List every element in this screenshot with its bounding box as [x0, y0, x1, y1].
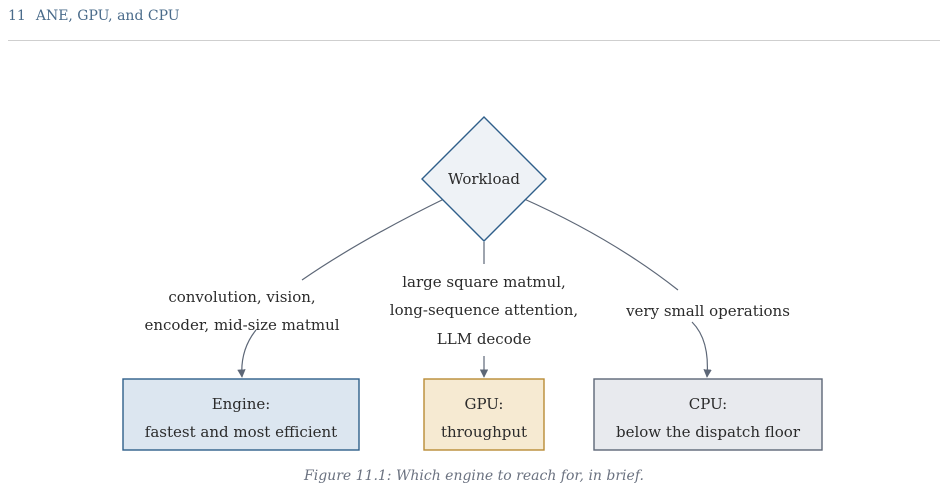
- condition-label-cpu: very small operations: [625, 302, 790, 320]
- arrow-cpu-condition-to-cpu: [691, 321, 712, 378]
- condition-engine-line-1: convolution, vision,: [168, 288, 315, 306]
- chapter-number: 11: [8, 8, 26, 24]
- chapter-title: ANE, GPU, and CPU: [35, 8, 180, 24]
- gpu-subtitle: throughput: [441, 423, 527, 441]
- decision-label: Workload: [448, 170, 520, 188]
- figure-caption: Figure 11.1: Which engine to reach for, …: [304, 468, 644, 484]
- target-node-cpu: CPU: below the dispatch floor: [593, 378, 823, 451]
- gpu-box: [423, 378, 545, 451]
- condition-gpu-line-3: LLM decode: [437, 330, 532, 348]
- engine-box: [122, 378, 360, 451]
- arrow-engine-condition-to-engine: [237, 329, 257, 378]
- condition-cpu-line-1: very small operations: [625, 302, 790, 320]
- edge-workload-to-engine-condition: [301, 197, 447, 281]
- gpu-title: GPU:: [465, 395, 504, 413]
- cpu-box: [593, 378, 823, 451]
- chapter-header: 11 ANE, GPU, and CPU: [8, 8, 180, 24]
- decision-node-workload: Workload: [421, 116, 547, 242]
- engine-subtitle: fastest and most efficient: [145, 423, 337, 441]
- edge-workload-to-cpu-condition: [521, 197, 679, 291]
- condition-gpu-line-2: long-sequence attention,: [390, 301, 578, 319]
- decision-diamond: [421, 116, 547, 242]
- cpu-subtitle: below the dispatch floor: [616, 423, 801, 441]
- condition-label-gpu: large square matmul, long-sequence atten…: [390, 273, 578, 348]
- condition-label-engine: convolution, vision, encoder, mid-size m…: [144, 288, 339, 334]
- condition-gpu-line-1: large square matmul,: [402, 273, 566, 291]
- target-node-engine: Engine: fastest and most efficient: [122, 378, 360, 451]
- header-rule: [8, 40, 940, 41]
- target-node-gpu: GPU: throughput: [423, 378, 545, 451]
- cpu-title: CPU:: [689, 395, 727, 413]
- condition-engine-line-2: encoder, mid-size matmul: [144, 316, 339, 334]
- engine-title: Engine:: [212, 395, 271, 413]
